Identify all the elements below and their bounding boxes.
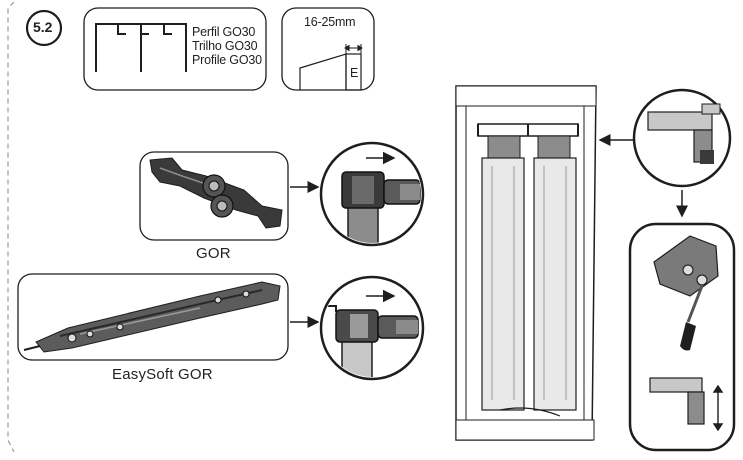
dashed-page-border (7, 1, 15, 453)
dimension-range: 16-25mm (304, 15, 356, 29)
double-arrow-vertical-icon (712, 384, 724, 432)
dimension-drawing (299, 53, 362, 91)
gor-zoom-circle (319, 141, 425, 247)
step-badge-circle (25, 9, 63, 47)
profile-name-en: Profile GO30 (192, 53, 262, 67)
profile-rail-icon (95, 23, 187, 72)
lower-hanger-detail (649, 377, 705, 425)
adjuster-part (653, 235, 719, 297)
easysoft-gor-part (23, 281, 281, 353)
screwdriver-icon (680, 285, 704, 351)
gor-caption: GOR (196, 245, 231, 262)
easysoft-zoom-circle (319, 275, 425, 381)
profile-name-pt: Perfil GO30 (192, 25, 256, 39)
step-number: 5.2 (33, 19, 53, 35)
dimension-box (281, 7, 375, 91)
double-arrow-horizontal-icon (344, 44, 363, 54)
profile-box (83, 7, 267, 91)
rail-detail-circle (632, 88, 732, 188)
easysoft-gor-caption: EasySoft GOR (112, 366, 213, 383)
profile-name-br: Trilho GO30 (192, 39, 258, 53)
installed-panels-drawing (455, 85, 597, 441)
dimension-letter: E (350, 66, 359, 80)
gor-hanger-part (149, 157, 283, 229)
